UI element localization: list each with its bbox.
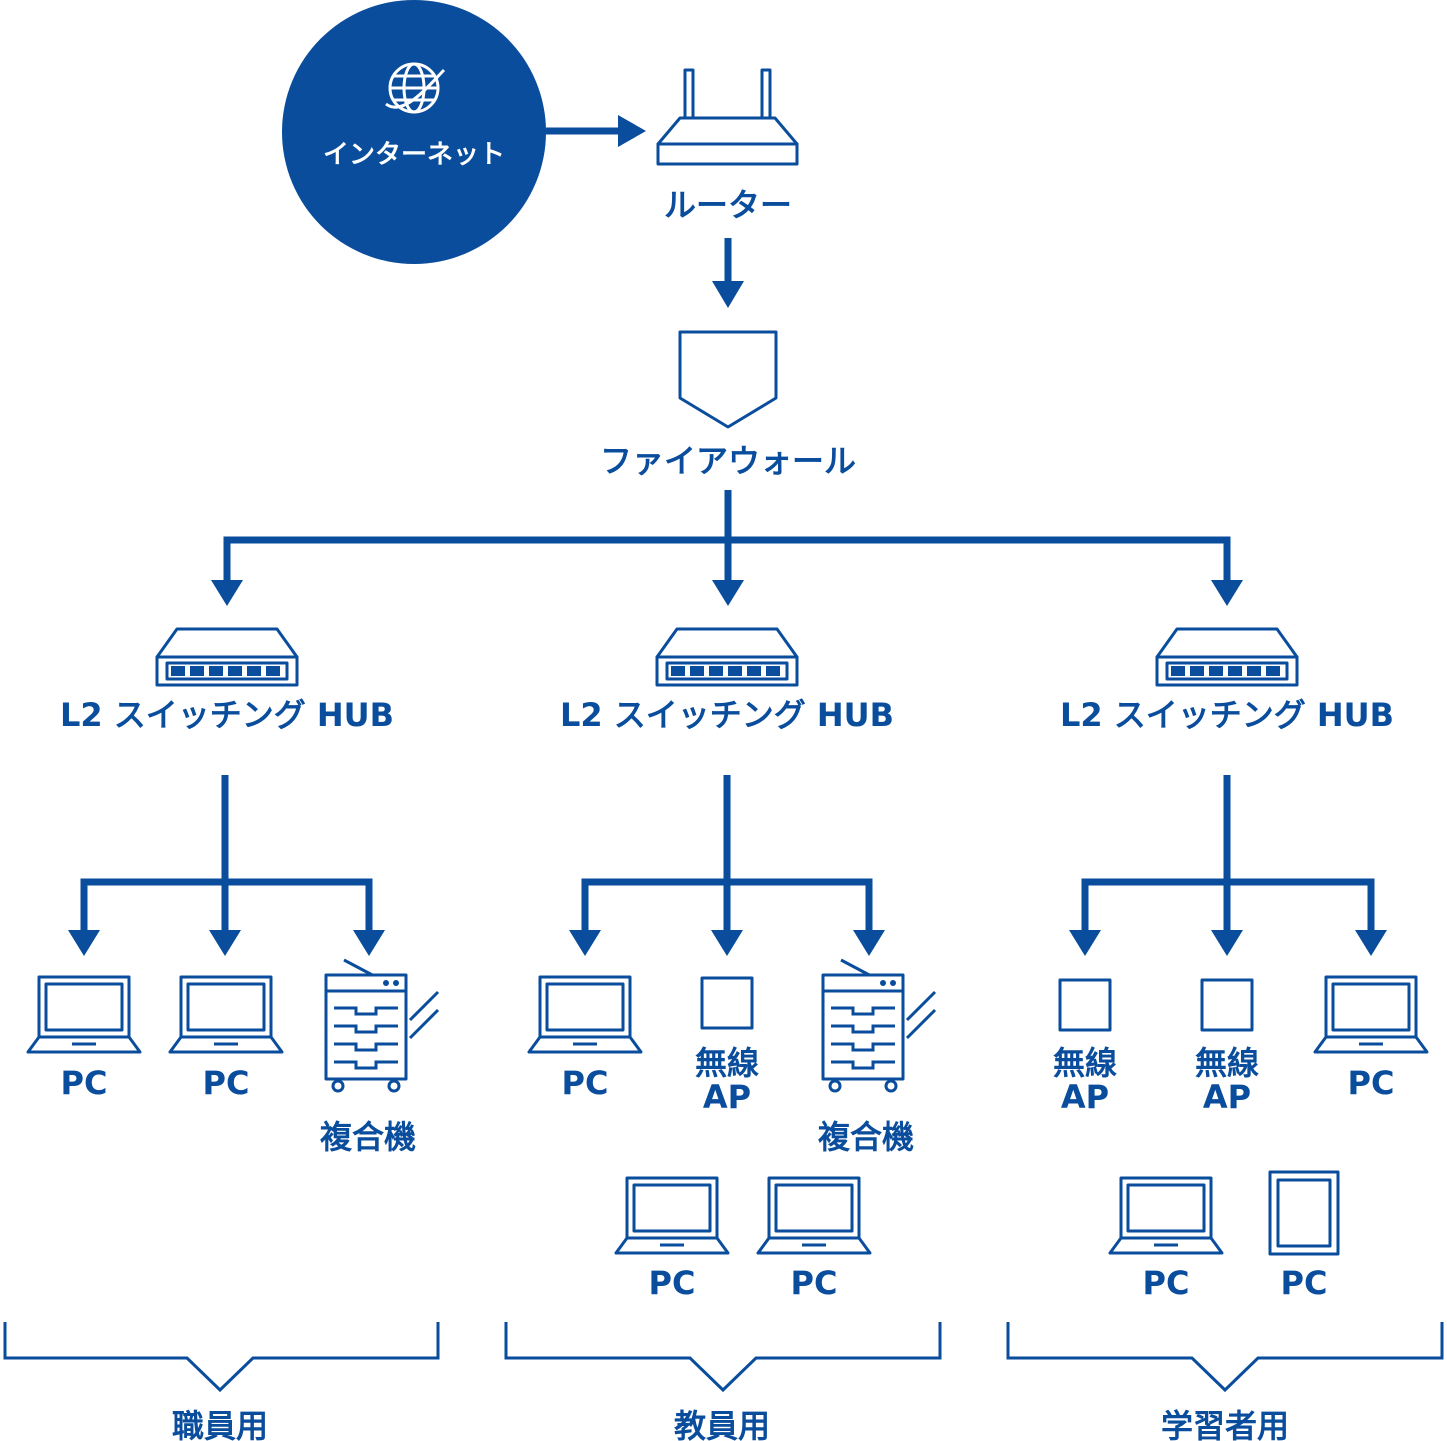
internet-circle [282,0,546,264]
group-label: 教員用 [674,1407,770,1441]
device-pc: PC [527,975,643,1102]
device-pc: PC [168,975,284,1102]
group-learners: 無線 AP 無線 AP PC PC PC 学習者用 [1006,975,1444,1441]
multifunction-printer-icon [324,958,440,1093]
switch-label: L2 スイッチング HUB [60,696,394,734]
device-label: PC [1143,1264,1190,1302]
laptop-icon [1108,1176,1224,1255]
laptop-icon [756,1176,872,1255]
internet-node: インターネット [282,0,546,264]
access-point-icon [700,976,754,1030]
device-access-point: 無線 AP [695,976,759,1116]
switch-hub-icon [155,627,299,687]
device-label-line-1: 無線 [1195,1044,1259,1082]
firewall-node: ファイアウォール [600,330,856,480]
device-label-line-2: AP [1061,1078,1109,1116]
device-label: 複合機 [320,1118,416,1156]
device-label: PC [203,1064,250,1102]
device-label-line-1: 無線 [695,1044,759,1082]
device-pc: PC [1313,975,1429,1102]
router-icon [656,68,799,166]
device-label: PC [61,1064,108,1102]
device-pc: PC [1108,1176,1224,1302]
switch-hub-icon [1155,627,1299,687]
device-access-point: 無線 AP [1053,978,1117,1116]
group-bracket [3,1322,440,1393]
access-point-icon [1058,978,1112,1032]
device-label: PC [791,1264,838,1302]
switch-label: L2 スイッチング HUB [560,696,894,734]
device-label: PC [1281,1264,1328,1302]
device-pc: PC [614,1176,730,1302]
device-label-line-2: AP [703,1078,751,1116]
device-label-line-1: 無線 [1053,1044,1117,1082]
group-bracket [1006,1322,1444,1393]
laptop-icon [26,975,142,1054]
link-switch2-devices [569,775,885,956]
link-switch1-devices [68,775,385,956]
switch-node-3: L2 スイッチング HUB [1060,627,1394,734]
laptop-icon [614,1176,730,1255]
device-label: PC [1348,1064,1395,1102]
router-label: ルーター [664,186,792,224]
device-label: PC [649,1264,696,1302]
device-mfp: 複合機 [320,958,440,1156]
group-bracket [504,1322,942,1393]
multifunction-printer-icon [821,958,937,1093]
globe-icon [385,62,446,114]
group-staff: PC PC 複合機 職員用 [3,958,440,1441]
device-label-line-2: AP [1203,1078,1251,1116]
laptop-icon [168,975,284,1054]
switch-label: L2 スイッチング HUB [1060,696,1394,734]
switch-hub-icon [655,627,799,687]
device-mfp: 複合機 [818,958,937,1156]
router-node: ルーター [656,68,799,224]
device-label: 複合機 [818,1118,914,1156]
link-firewall-switches [211,490,1243,606]
firewall-label: ファイアウォール [600,442,856,480]
link-internet-router [546,115,646,147]
device-tablet: PC [1268,1170,1340,1302]
link-router-firewall [712,238,744,308]
shield-icon [678,330,778,429]
device-pc: PC [26,975,142,1102]
group-label: 学習者用 [1161,1407,1289,1441]
link-switch3-devices [1069,775,1387,956]
laptop-icon [527,975,643,1054]
switch-node-1: L2 スイッチング HUB [60,627,394,734]
laptop-icon [1313,975,1429,1054]
group-teachers: PC 無線 AP 複合機 PC PC 教員用 [504,958,942,1441]
internet-label: インターネット [323,140,505,170]
device-pc: PC [756,1176,872,1302]
tablet-icon [1268,1170,1340,1256]
switch-node-2: L2 スイッチング HUB [560,627,894,734]
device-access-point: 無線 AP [1195,978,1259,1116]
group-label: 職員用 [172,1407,268,1441]
access-point-icon [1200,978,1254,1032]
device-label: PC [562,1064,609,1102]
